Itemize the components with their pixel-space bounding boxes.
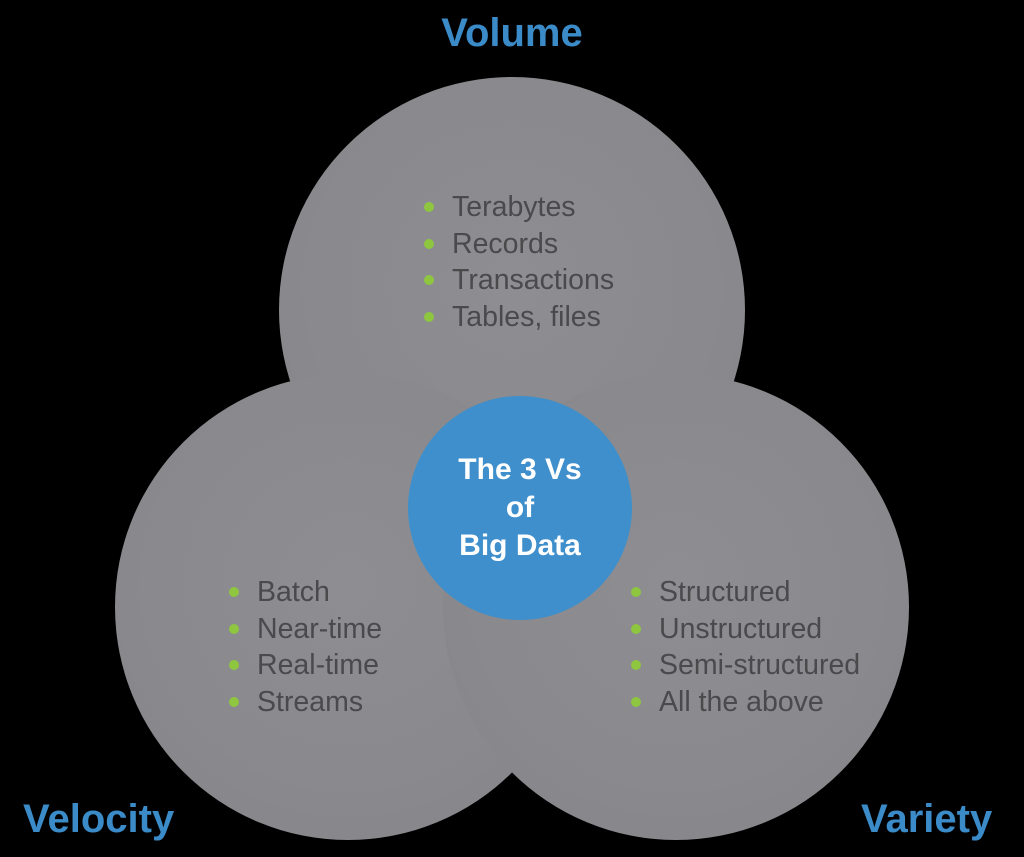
velocity-list: Batch Near-time Real-time Streams xyxy=(229,574,382,720)
list-item: Near-time xyxy=(229,611,382,648)
bullet-dot-icon xyxy=(424,202,434,213)
center-title-line-1: The 3 Vs xyxy=(458,453,582,486)
list-item-label: Real-time xyxy=(257,649,379,681)
bullet-dot-icon xyxy=(424,275,434,286)
variety-label: Variety xyxy=(861,797,993,841)
list-item: All the above xyxy=(631,684,860,721)
list-item-label: Terabytes xyxy=(452,191,576,223)
list-item: Structured xyxy=(631,574,860,611)
velocity-label: Velocity xyxy=(23,797,175,841)
volume-label: Volume xyxy=(441,11,583,55)
list-item: Semi-structured xyxy=(631,647,860,684)
list-item: Batch xyxy=(229,574,382,611)
center-circle: The 3 Vs of Big Data xyxy=(408,396,632,620)
volume-list: Terabytes Records Transactions Tables, f… xyxy=(424,189,614,335)
bullet-dot-icon xyxy=(631,660,641,671)
bullet-dot-icon xyxy=(229,623,239,634)
list-item: Real-time xyxy=(229,647,382,684)
list-item: Records xyxy=(424,226,614,263)
list-item-label: Structured xyxy=(659,576,791,608)
list-item-label: Transactions xyxy=(452,264,615,296)
list-item-label: Records xyxy=(452,227,559,260)
list-item-label: All the above xyxy=(659,685,824,718)
list-item: Terabytes xyxy=(424,189,614,226)
variety-list: Structured Unstructured Semi-structured … xyxy=(631,574,860,720)
list-item-label: Near-time xyxy=(257,612,383,645)
bullet-dot-icon xyxy=(631,623,641,634)
center-title-line-2: of xyxy=(505,491,535,524)
bullet-dot-icon xyxy=(631,587,641,598)
list-item-label: Unstructured xyxy=(659,612,823,645)
list-item: Streams xyxy=(229,684,382,721)
bullet-dot-icon xyxy=(229,696,239,707)
bullet-dot-icon xyxy=(424,311,434,322)
list-item-label: Tables, files xyxy=(452,300,601,333)
list-item: Transactions xyxy=(424,262,614,299)
bullet-dot-icon xyxy=(229,660,239,671)
list-item-label: Streams xyxy=(257,685,364,718)
list-item-label: Batch xyxy=(257,576,330,608)
bullet-dot-icon xyxy=(229,587,239,598)
list-item-label: Semi-structured xyxy=(659,649,861,681)
bullet-dot-icon xyxy=(631,696,641,707)
list-item: Tables, files xyxy=(424,299,614,336)
center-title-line-3: Big Data xyxy=(459,529,581,562)
bullet-dot-icon xyxy=(424,238,434,249)
list-item: Unstructured xyxy=(631,611,860,648)
